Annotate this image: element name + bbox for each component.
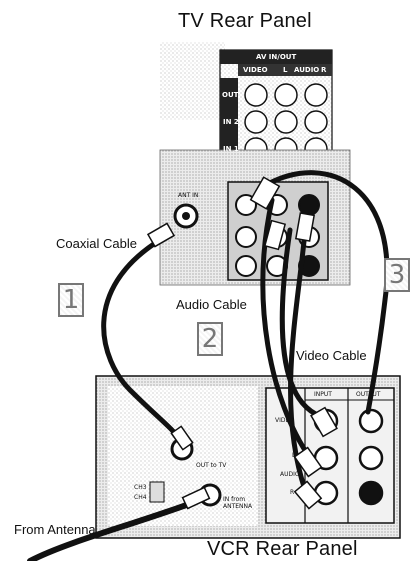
av-subheader-bar bbox=[238, 64, 332, 76]
out-to-tv-label: OUT to TV bbox=[196, 462, 227, 469]
cable-plugs bbox=[146, 176, 338, 510]
vcr-output-label: OUTPUT bbox=[356, 391, 381, 398]
row-out-label: OUT bbox=[222, 91, 239, 99]
tv-jack-a3[interactable] bbox=[298, 194, 320, 216]
audio-plug-vcr-l bbox=[293, 446, 323, 478]
jack-out-left[interactable] bbox=[274, 83, 298, 107]
vcr-output-left[interactable] bbox=[358, 445, 384, 471]
video-plug-vcr bbox=[310, 406, 338, 438]
vcr-right-label: R bbox=[290, 489, 295, 496]
jack-in2-left[interactable] bbox=[274, 110, 298, 134]
video-plug-tv bbox=[249, 176, 281, 210]
vcr-output-right[interactable] bbox=[358, 480, 384, 506]
antenna-plug bbox=[181, 486, 211, 510]
ant-in-label: ANT IN bbox=[178, 192, 199, 199]
jack-out-right[interactable] bbox=[304, 83, 328, 107]
audio-plug-tv-l bbox=[263, 219, 287, 251]
ch4-label: CH4 bbox=[134, 494, 147, 501]
jack-in2-right[interactable] bbox=[304, 110, 328, 134]
ch3-label: CH3 bbox=[134, 484, 147, 491]
antenna-cable bbox=[27, 495, 208, 561]
row-in2-label: IN 2 bbox=[223, 118, 239, 126]
video-cable-2 bbox=[279, 227, 323, 419]
step-1-marker: 1 bbox=[58, 283, 84, 317]
ch3-ch4-switch[interactable] bbox=[149, 481, 165, 503]
audio-cable bbox=[260, 197, 313, 461]
av-row-label-bar bbox=[220, 78, 238, 162]
coaxial-cable bbox=[101, 237, 185, 446]
tv-jack-c1[interactable] bbox=[235, 255, 257, 277]
jack-out-video[interactable] bbox=[244, 83, 268, 107]
audio-cable-label: Audio Cable bbox=[176, 297, 247, 312]
av-in-out-header: AV IN/OUT bbox=[256, 53, 297, 61]
row-in1-label: IN 1 bbox=[223, 145, 239, 153]
video-cable-label: Video Cable bbox=[296, 348, 367, 363]
left-column-label: L bbox=[283, 66, 288, 74]
av-header-bar bbox=[220, 50, 332, 64]
video-column-label: VIDEO bbox=[243, 66, 268, 74]
right-column-label: R bbox=[321, 66, 327, 74]
audio-plug-vcr-r bbox=[293, 480, 323, 510]
vcr-left-label: L bbox=[292, 452, 296, 459]
in-from-antenna-label: IN from ANTENNA bbox=[223, 496, 253, 510]
coax-plug-vcr bbox=[170, 425, 194, 451]
vcr-input-label: INPUT bbox=[314, 391, 332, 398]
audio-column-label: AUDIO bbox=[294, 66, 320, 74]
from-antenna-label: From Antenna bbox=[14, 522, 96, 537]
coax-plug-tv bbox=[146, 222, 176, 248]
ant-in-jack-core bbox=[182, 212, 190, 220]
audio-plug-tv-r bbox=[294, 212, 316, 242]
vcr-video-label: VIDEO bbox=[275, 417, 295, 424]
vcr-audio-label: AUDIO bbox=[280, 471, 300, 478]
jack-in2-video[interactable] bbox=[244, 110, 268, 134]
tv-rear-panel-title: TV Rear Panel bbox=[178, 10, 312, 32]
step-3-marker: 3 bbox=[384, 258, 410, 292]
vcr-rear-panel-title: VCR Rear Panel bbox=[207, 538, 358, 560]
step-2-marker: 2 bbox=[197, 322, 223, 356]
vcr-output-video[interactable] bbox=[358, 408, 384, 434]
tv-jack-b1[interactable] bbox=[235, 226, 257, 248]
coaxial-cable-label: Coaxial Cable bbox=[56, 236, 137, 251]
av-jack-grid bbox=[244, 83, 328, 161]
tv-panel-top bbox=[160, 42, 225, 120]
